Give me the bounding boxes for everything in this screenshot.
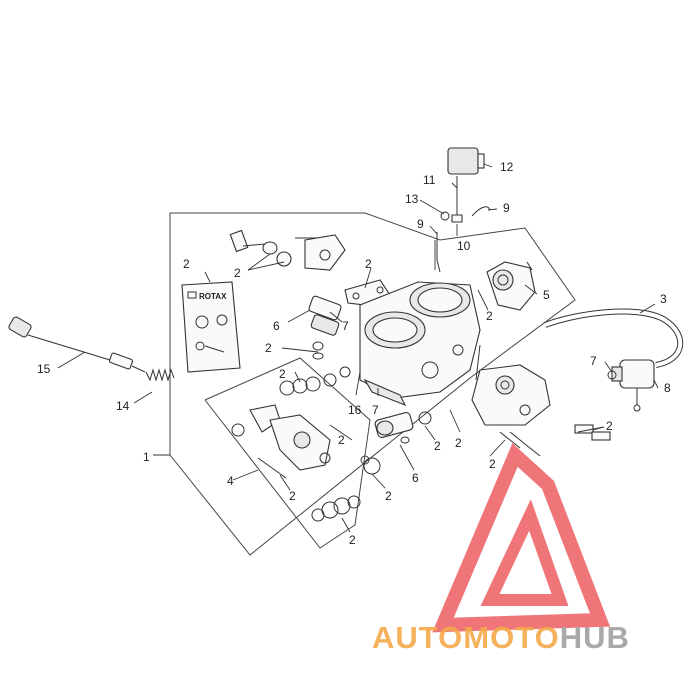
return-spring xyxy=(145,368,175,382)
callout-2-injector: 2 xyxy=(265,341,272,355)
callout-6-upper: 6 xyxy=(273,319,280,333)
callout-16: 16 xyxy=(348,403,362,417)
assembly-outline xyxy=(169,212,576,556)
callout-12: 12 xyxy=(500,160,514,174)
mounting-bracket-top xyxy=(229,229,346,271)
fuel-injector-lower xyxy=(374,411,432,444)
callout-7-upper: 7 xyxy=(342,319,349,333)
callout-2-injector-lower: 2 xyxy=(434,439,441,453)
fuel-rail-housing xyxy=(471,364,611,457)
callout-15: 15 xyxy=(37,362,51,376)
callout-5: 5 xyxy=(543,288,550,302)
automotohub-logo-mark xyxy=(432,443,611,633)
callout-2-housing: 2 xyxy=(455,436,462,450)
callout-2-kit: 2 xyxy=(183,257,190,271)
callout-8: 8 xyxy=(664,381,671,395)
callout-3: 3 xyxy=(660,292,667,306)
callout-2-top: 2 xyxy=(234,266,241,280)
callout-2-lever: 2 xyxy=(289,489,296,503)
callout-10: 10 xyxy=(457,239,471,253)
idle-actuator xyxy=(486,261,536,311)
throttle-body xyxy=(359,281,481,407)
throttle-position-sensor xyxy=(447,147,485,175)
callout-11: 11 xyxy=(423,173,436,187)
brand-text-hub: HUB xyxy=(560,620,630,655)
callout-9-right: 9 xyxy=(503,201,510,215)
brand-text-automoto: AUTOMOTO xyxy=(372,620,560,655)
fuel-hose xyxy=(543,308,684,368)
leader-lines xyxy=(57,163,659,533)
callout-13: 13 xyxy=(405,192,419,206)
callout-1: 1 xyxy=(143,450,150,464)
callout-7-lower: 7 xyxy=(372,403,379,417)
automotohub-wordmark: AUTOMOTOHUB xyxy=(372,620,630,655)
fuel-pressure-regulator xyxy=(607,359,655,412)
svg-text:AUTOMOTOHUB: AUTOMOTOHUB xyxy=(372,620,630,655)
callout-14: 14 xyxy=(116,399,130,413)
callout-2-linkage-mid: 2 xyxy=(338,433,345,447)
vacuum-fittings xyxy=(436,176,491,273)
callout-6-lower: 6 xyxy=(412,471,419,485)
gasket-kit-card: ROTAX xyxy=(181,281,241,373)
callout-2-rail: 2 xyxy=(606,419,613,433)
callout-9-left: 9 xyxy=(417,217,424,231)
throttle-cable xyxy=(8,316,146,373)
callout-labels: 12 11 13 9 9 10 2 2 2 5 3 2 6 7 2 15 7 2… xyxy=(37,160,671,547)
callout-2-sensor: 2 xyxy=(486,309,493,323)
callout-2-rail-lower: 2 xyxy=(489,457,496,471)
callout-2-spring: 2 xyxy=(385,489,392,503)
callout-2-bracket: 2 xyxy=(365,257,372,271)
callout-2-bottom: 2 xyxy=(349,533,356,547)
fuel-injector-upper xyxy=(308,295,342,360)
callout-4: 4 xyxy=(227,474,234,488)
throttle-linkage xyxy=(231,366,381,522)
callout-2-linkage-top: 2 xyxy=(279,367,286,381)
callout-7-regulator: 7 xyxy=(590,354,597,368)
rotax-kit-label: ROTAX xyxy=(199,292,227,301)
